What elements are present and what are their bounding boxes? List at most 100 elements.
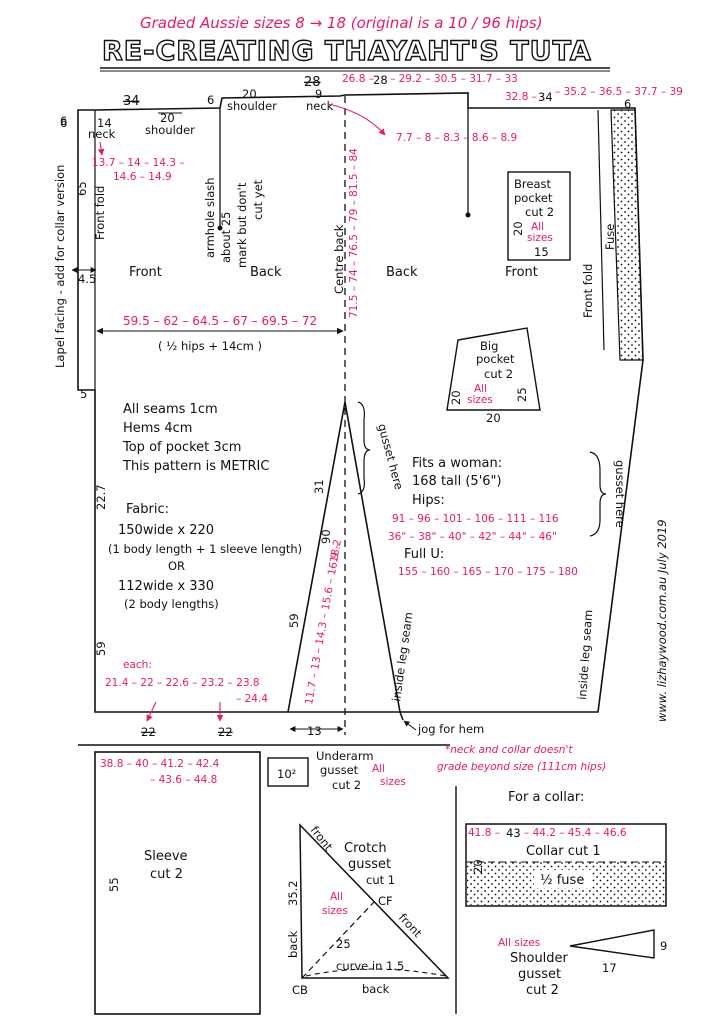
collar-fuse-label-bg <box>534 870 592 888</box>
jog-for-hem <box>399 711 404 721</box>
label-front-right: Front <box>505 265 538 280</box>
breast-pocket-20: 20 <box>511 221 525 236</box>
dim-65: 65 <box>75 181 89 196</box>
breast-pocket-label-1: Breast <box>514 177 551 191</box>
shoulder-gusset-label-2: gusset <box>518 967 561 982</box>
fabric-label: Fabric: <box>126 502 169 517</box>
website-credit: www. lizhaywood.com.au July 2019 <box>655 519 669 722</box>
each-grade-2: – 24.4 <box>236 693 268 705</box>
chain-right-rest: – 35.2 – 36.5 – 37.7 – 39 <box>555 86 683 98</box>
dim-top-9: 9 <box>315 87 322 101</box>
collar-label: Collar cut 1 <box>526 844 601 859</box>
fits-height: 168 tall (5'6") <box>412 474 502 489</box>
breast-pocket-all: All <box>531 221 544 233</box>
note-pocket-top: Top of pocket 3cm <box>122 440 241 455</box>
full-u-grade: 155 – 160 – 165 – 170 – 175 – 180 <box>398 566 578 578</box>
note-hems: Hems 4cm <box>123 421 192 436</box>
page-title: RE-CREATING THAYAHT'S TUTA <box>102 36 592 67</box>
label-back-left: Back <box>250 265 282 280</box>
crotch-gusset-back-bottom: back <box>362 982 390 996</box>
big-pocket-sizes: sizes <box>467 394 493 406</box>
chain-28: 28 <box>373 73 388 87</box>
each-grade-1: 21.4 – 22 – 22.6 – 23.2 – 23.8 <box>105 677 260 689</box>
sleeve-grade-2: – 43.6 – 44.8 <box>150 774 217 786</box>
breast-pocket-label-3: cut 2 <box>525 205 554 219</box>
shoulder-gusset-label-1: Shoulder <box>510 951 569 966</box>
dim-left-6: 6 <box>60 116 67 130</box>
big-pocket-piece <box>446 327 541 411</box>
underarm-gusset-3: cut 2 <box>332 778 361 792</box>
crotch-gusset-label-1: Crotch <box>344 841 387 856</box>
big-pocket-label-1: Big <box>480 339 498 353</box>
underarm-gusset-sizes: sizes <box>380 776 406 788</box>
crotch-gusset-25: 25 <box>336 937 351 951</box>
neck-grade-1: 13.7 – 14 – 14.3 – <box>92 157 185 169</box>
dim-top-6b: 6 <box>207 93 214 107</box>
shoulder-gusset-piece <box>569 929 655 959</box>
full-u-label: Full U: <box>404 547 444 562</box>
breast-pocket-piece <box>507 171 571 261</box>
underarm-gusset-square <box>267 757 309 787</box>
for-collar-label: For a collar: <box>508 790 584 805</box>
body-outline <box>77 92 644 713</box>
fabric-or: OR <box>168 559 185 573</box>
centre-back-grade: 71.5 – 74 – 76.5 – 79 – 81.5 – 84 <box>348 148 360 318</box>
dim-90: 90 <box>319 529 333 544</box>
fits-label: Fits a woman: <box>412 456 502 471</box>
dim-28-struck: 28 <box>304 75 321 90</box>
back-neck-arrow <box>327 103 386 136</box>
gusset-here-right: gusset here <box>613 460 627 528</box>
gusset-bracket-right <box>589 451 607 537</box>
label-shoulder-right: shoulder <box>227 99 277 113</box>
fabric-1: 150wide x 220 <box>118 523 214 538</box>
chain-right-pre: 32.8 – <box>505 91 537 103</box>
crotch-gusset-cb: CB <box>292 983 308 997</box>
lapel-note: Lapel facing - add for collar version <box>53 165 67 368</box>
crotch-gusset-label-3: cut 1 <box>366 873 395 887</box>
collar-grade-b: – 44.2 – 45.4 – 46.6 <box>524 827 627 839</box>
crotch-gusset-curve-note: curve in 1.5 <box>336 959 404 973</box>
dim-59-left: 59 <box>94 641 108 656</box>
graded-sizes-note: Graded Aussie sizes 8 → 18 (original is … <box>140 14 543 32</box>
big-pocket-20-left: 20 <box>449 390 463 405</box>
label-inside-leg-1: inside leg seam <box>389 611 415 702</box>
neck-arrow <box>97 141 105 156</box>
crotch-gusset-cf: CF <box>378 894 393 908</box>
label-inside-leg-2: inside leg seam <box>575 609 595 700</box>
armhole-note-3: mark but don't <box>235 182 249 268</box>
crotch-gusset-front-left: front <box>308 823 336 854</box>
big-pocket-25: 25 <box>515 387 529 402</box>
collar-43: 43 <box>506 826 521 840</box>
crotch-gusset-label-2: gusset <box>348 857 391 872</box>
dim-bottom-22a: 22 <box>141 725 156 739</box>
sleeve-piece <box>94 751 261 1015</box>
armhole-note-4: cut yet <box>251 179 265 220</box>
width-note: ( ½ hips + 14cm ) <box>158 339 262 353</box>
width-grade: 59.5 – 62 – 64.5 – 67 – 69.5 – 72 <box>123 314 317 328</box>
label-fuse: Fuse <box>603 224 617 250</box>
back-neck-grade: 7.7 – 8 – 8.3 – 8.6 – 8.9 <box>396 132 517 144</box>
shoulder-gusset-all-sizes: All sizes <box>498 937 540 949</box>
label-neck-left: neck <box>88 127 116 141</box>
collar-20: 20 <box>471 859 485 874</box>
crotch-gusset-piece <box>299 823 450 979</box>
dim-bottom-13: 13 <box>307 724 322 738</box>
big-pocket-label-3: cut 2 <box>484 367 513 381</box>
crotch-grade-2: 18.2 <box>328 538 344 563</box>
fits-hips-label: Hips: <box>412 493 445 508</box>
fabric-3: 112wide x 330 <box>118 579 214 594</box>
underarm-gusset-size: 10² <box>277 767 296 781</box>
sleeve-grade-1: 38.8 – 40 – 41.2 – 42.4 <box>100 758 220 770</box>
jog-note: jog for hem <box>417 722 484 736</box>
label-back-right: Back <box>386 265 418 280</box>
fabric-2: (1 body length + 1 sleeve length) <box>108 542 302 556</box>
dim-neck-14: 14 <box>97 116 112 130</box>
dim-top-20b: 20 <box>242 87 257 101</box>
dim-top-right-6: 6 <box>624 97 631 111</box>
big-pocket-20-bottom: 20 <box>486 411 501 425</box>
back-armhole-mark <box>465 212 471 218</box>
collar-fuse-label: ½ fuse <box>540 873 584 888</box>
each-label: each: <box>123 659 152 671</box>
underarm-gusset-2: gusset <box>320 763 359 777</box>
armhole-note-2: about 25 <box>219 212 233 263</box>
